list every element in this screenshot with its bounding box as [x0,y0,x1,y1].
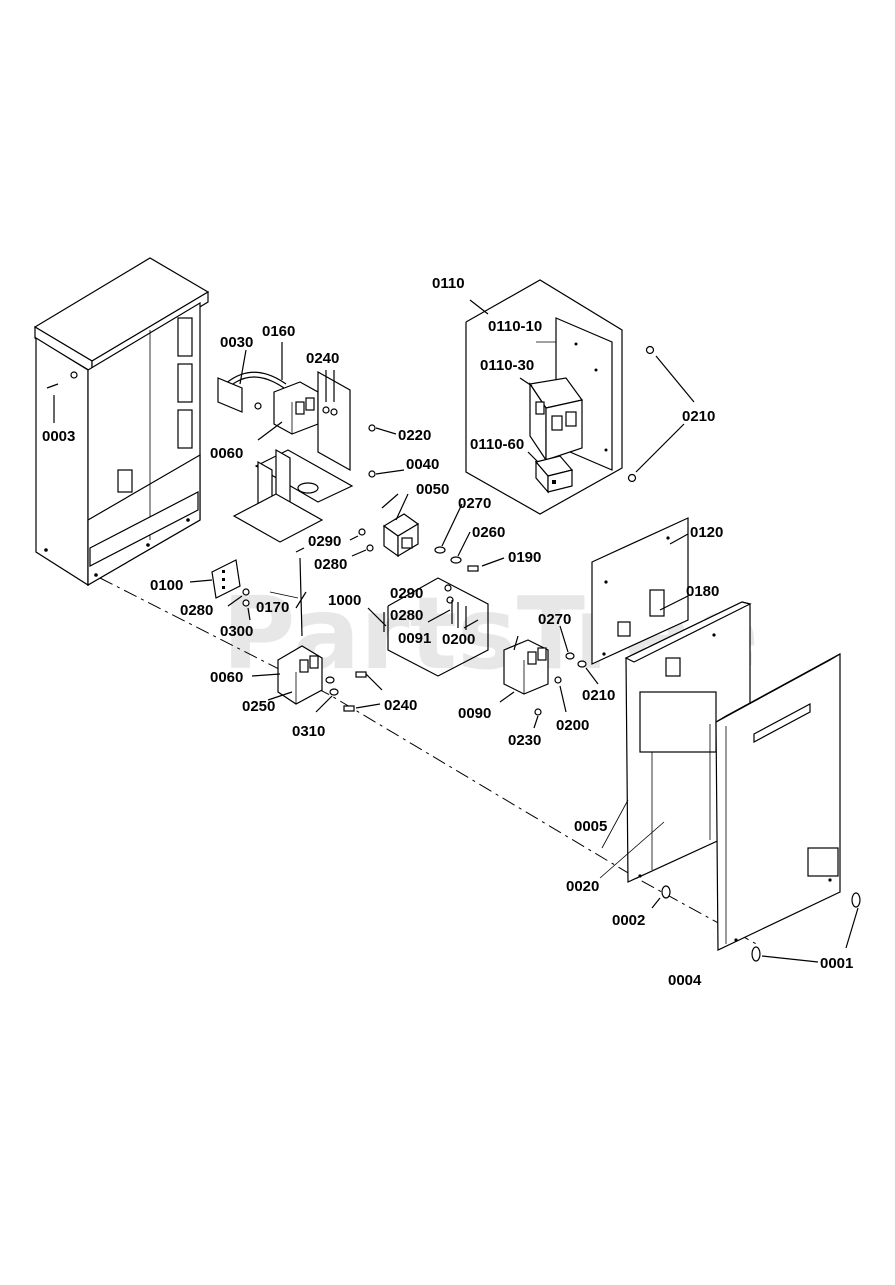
mounting-bracket [232,370,405,543]
callout-0210-upper: 0210 [682,408,715,425]
callout-0001: 0001 [820,955,853,972]
callout-0270-right: 0270 [538,611,571,628]
callout-0005: 0005 [574,818,607,835]
callout-0310: 0310 [292,723,325,740]
door-0004 [715,652,841,951]
callout-0020: 0020 [566,878,599,895]
screws-0240-lower [343,671,383,712]
leader-lines [269,591,665,879]
callout-0110: 0110 [432,275,465,292]
callout-0210-right: 0210 [582,687,615,704]
callout-0240-upper: 0240 [306,350,339,367]
callout-0180: 0180 [686,583,719,600]
kit-0110-outline [465,279,623,515]
hinge-0002 [651,885,671,909]
assembly-centerline [99,577,761,947]
callout-0220: 0220 [398,427,431,444]
callout-0002: 0002 [612,912,645,929]
callout-0110-60: 0110-60 [470,436,524,453]
callout-0040: 0040 [406,456,439,473]
wire-0170 [295,547,307,637]
callout-0230: 0230 [508,732,541,749]
callout-0050: 0050 [416,481,449,498]
washers-0270-0260-0190 [434,503,505,572]
callout-0060-upper: 0060 [210,445,243,462]
callout-0270-upper: 0270 [458,495,491,512]
callout-0290-kit: 0290 [390,585,423,602]
callout-0003: 0003 [42,428,75,445]
latches-0001 [751,892,861,963]
contactor-0090 [499,635,567,729]
callout-0200-kit: 0200 [442,631,475,648]
callout-0190: 0190 [508,549,541,566]
callout-0260: 0260 [472,524,505,541]
callout-0170: 0170 [256,599,289,616]
callout-0120: 0120 [690,524,723,541]
callout-0110-30: 0110-30 [480,357,534,374]
relay-0050 [381,493,420,558]
callout-0290-upper: 0290 [308,533,341,550]
callout-0004: 0004 [668,972,702,989]
callout-0100: 0100 [150,577,183,594]
callout-1000: 1000 [328,592,361,609]
terminal-block-0110-60 [527,451,574,494]
callout-0030: 0030 [220,334,253,351]
hardware-0290-0280 [349,528,374,557]
callout-0300: 0300 [220,623,253,640]
screws-0210 [627,345,695,483]
breaker-upper-assembly [217,342,319,441]
callout-0240-lower: 0240 [384,697,417,714]
terminal-bar-0100 [189,559,251,621]
callout-0090: 0090 [458,705,491,722]
screw-0003 [46,371,78,423]
callout-0091: 0091 [398,630,431,647]
enclosure-box [33,257,210,587]
washer-0270-0210-right [559,625,599,685]
kit-1000-parts [427,584,479,630]
callout-0200-right: 0200 [556,717,589,734]
callout-0280-left: 0280 [180,602,213,619]
relay-board-0110-30 [519,377,584,462]
callout-0280-kit: 0280 [390,607,423,624]
callout-0250: 0250 [242,698,275,715]
callout-0280-upper: 0280 [314,556,347,573]
callout-0110-10: 0110-10 [488,318,542,335]
panel-0120 [591,517,689,665]
breaker-lower-0060 [251,645,339,713]
callout-0160: 0160 [262,323,295,340]
kit-1000-outline [367,577,489,677]
callout-0060-lower: 0060 [210,669,243,686]
